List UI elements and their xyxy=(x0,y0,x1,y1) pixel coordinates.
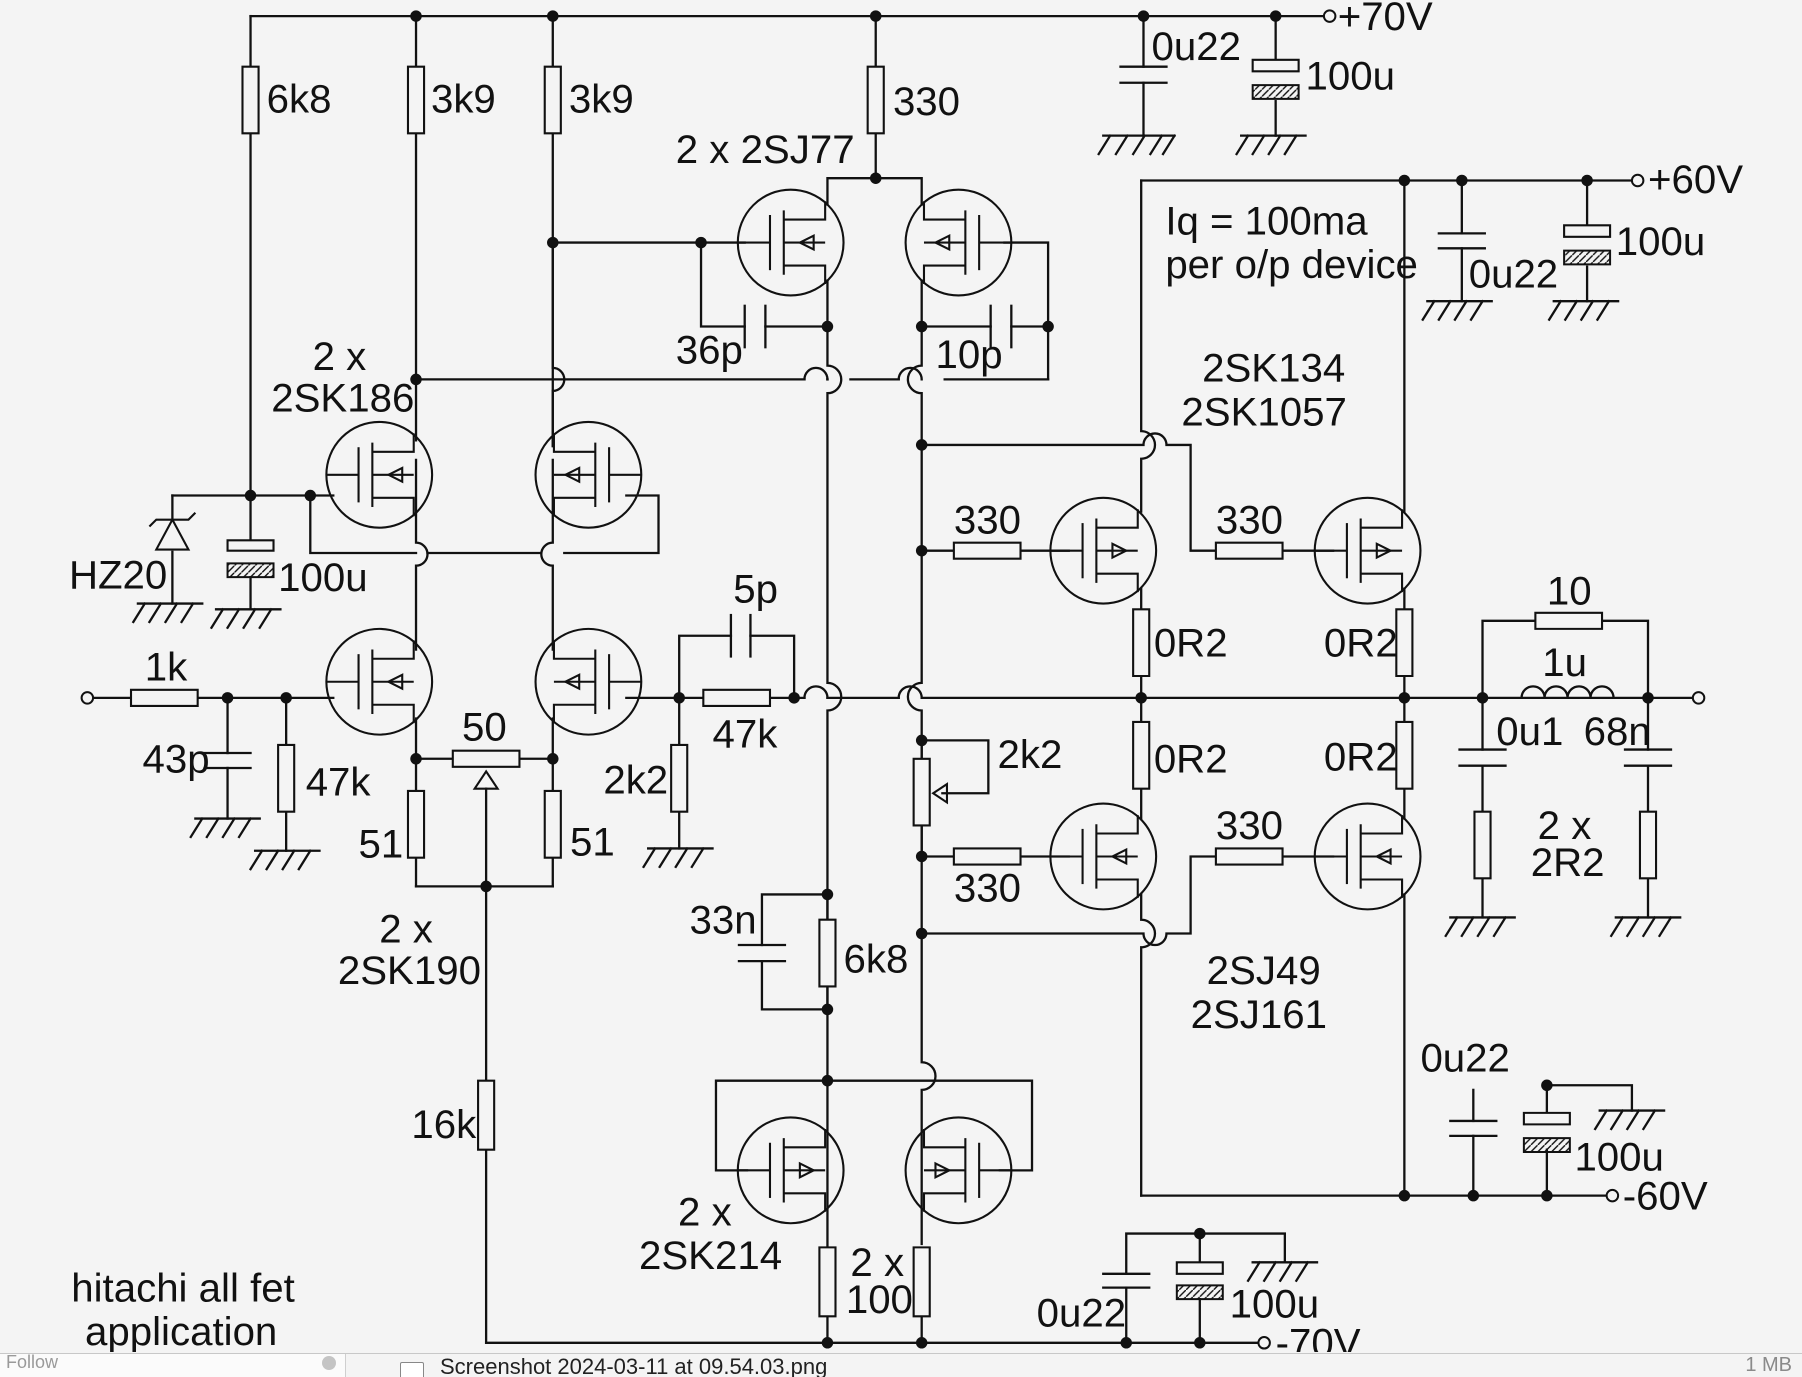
label-r-51-right: 51 xyxy=(570,819,615,864)
status-dot-icon xyxy=(322,1356,336,1370)
label-r-1k-in: 1k xyxy=(145,645,188,690)
mosfet-q12-2sj161 xyxy=(1315,804,1421,910)
label-q-nout-b: 2SK1057 xyxy=(1181,389,1346,434)
label-r-16k: 16k xyxy=(411,1102,477,1147)
label-r-0r2-1: 0R2 xyxy=(1154,620,1228,665)
label-r-47k-fb: 47k xyxy=(713,711,779,756)
label-q-2sk190-a: 2 x xyxy=(379,907,433,952)
mosfet-q8-2sk214 xyxy=(906,1117,1012,1223)
label-r-0r2-2: 0R2 xyxy=(1154,737,1228,782)
grounds xyxy=(133,136,1680,1281)
label-r-zobel-line1: 2 x xyxy=(1538,803,1592,848)
label-c-100u-60: 100u xyxy=(1616,219,1705,264)
jfet-q3-2sk186 xyxy=(326,422,432,528)
label-r-zobel: 2 x 2R2 xyxy=(1531,803,1605,885)
label-q-pout-a: 2SJ49 xyxy=(1207,948,1321,993)
label-c-100u-70: 100u xyxy=(1306,54,1395,99)
label-r-pot-50: 50 xyxy=(462,704,507,749)
label-r-330-gate-p1: 330 xyxy=(954,865,1021,910)
label-r-3k9-a: 3k9 xyxy=(431,77,496,122)
jfet-q4-2sk186 xyxy=(536,422,642,528)
mosfet-q9-2sk134 xyxy=(1050,498,1156,604)
label-c-0u1: 0u1 xyxy=(1496,709,1563,754)
label-c-68n: 68n xyxy=(1584,709,1651,754)
rail-label-pos60: +60V xyxy=(1648,157,1743,202)
label-r-zobel-line2: 2R2 xyxy=(1531,840,1605,885)
label-q-2sk186-b: 2SK186 xyxy=(271,376,414,421)
label-r-51-left: 51 xyxy=(359,822,404,867)
label-r-0r2-4: 0R2 xyxy=(1324,734,1398,779)
note-iq-line2: per o/p device xyxy=(1165,242,1418,287)
rail-label-pos70: +70V xyxy=(1338,0,1433,39)
mosfet-transistors xyxy=(326,190,1420,1224)
mosfet-q7-2sk214 xyxy=(738,1117,844,1223)
label-q-2sk190-b: 2SK190 xyxy=(338,948,481,993)
label-c-43p: 43p xyxy=(143,737,210,782)
file-select-checkbox[interactable] xyxy=(400,1362,424,1377)
resistors xyxy=(131,67,1656,1317)
mosfet-q10-2sk1057 xyxy=(1315,498,1421,604)
label-q-2sj77: 2 x 2SJ77 xyxy=(676,127,855,172)
label-r-6k8-mid: 6k8 xyxy=(844,937,909,982)
note-iq-line1: Iq = 100ma xyxy=(1165,199,1368,244)
label-c-0u22-70: 0u22 xyxy=(1152,24,1241,69)
junctions xyxy=(221,10,1654,1349)
label-r-330-gate-p2: 330 xyxy=(1216,803,1283,848)
rail-label-neg70: -70V xyxy=(1276,1321,1361,1352)
zener-diode xyxy=(149,513,195,550)
label-q-pout-b: 2SJ161 xyxy=(1191,992,1327,1037)
label-c-5p: 5p xyxy=(733,566,778,611)
label-r-src-line2: 100 xyxy=(846,1277,913,1322)
label-q-2sk214-b: 2SK214 xyxy=(639,1233,782,1278)
label-r-0r2-3: 0R2 xyxy=(1324,620,1398,665)
label-q-nout-a: 2SK134 xyxy=(1202,346,1345,391)
labels: +70V +60V -60V -70V 6k8 3k9 3k9 330 1k 4… xyxy=(69,0,1743,1352)
label-c-10p: 10p xyxy=(935,332,1002,377)
terminals xyxy=(82,10,1705,1348)
file-size: 1 MB xyxy=(1745,1354,1792,1376)
label-q-2sk186-a: 2 x xyxy=(313,334,367,379)
follow-label[interactable]: Follow xyxy=(6,1353,59,1372)
label-r-3k9-b: 3k9 xyxy=(569,77,634,122)
file-name[interactable]: Screenshot 2024-03-11 at 09.54.03.png xyxy=(440,1354,828,1377)
label-r-src-100: 2 x 100 xyxy=(846,1240,915,1322)
mosfet-q1-2sj77 xyxy=(738,190,844,296)
label-c-0u22-m60: 0u22 xyxy=(1420,1035,1509,1080)
label-q-2sk214-a: 2 x xyxy=(678,1190,732,1235)
mosfet-q11-2sj49 xyxy=(1050,804,1156,910)
mosfet-q2-2sj77 xyxy=(906,190,1012,296)
label-r-47k-in: 47k xyxy=(306,760,372,805)
inductor xyxy=(1522,686,1614,697)
label-r-6k8-top: 6k8 xyxy=(267,77,332,122)
wires xyxy=(93,16,1698,1343)
label-c-100u-m70: 100u xyxy=(1230,1282,1319,1327)
bottom-status-bar: Follow Screenshot 2024-03-11 at 09.54.03… xyxy=(0,1353,1802,1377)
follow-panel: Follow xyxy=(0,1354,346,1377)
label-c-100u-m60: 100u xyxy=(1574,1134,1663,1179)
label-r-2k2-pot: 2k2 xyxy=(998,732,1063,777)
label-zener: HZ20 xyxy=(69,553,167,598)
caption-line2: application xyxy=(85,1309,277,1352)
rail-label-neg60: -60V xyxy=(1623,1173,1708,1218)
label-r-330-gate-n2: 330 xyxy=(1216,497,1283,542)
label-c-0u22-m70: 0u22 xyxy=(1037,1291,1126,1336)
label-l-out: 1u xyxy=(1542,640,1587,685)
label-r-src-line1: 2 x xyxy=(850,1240,904,1285)
label-r-2k2-fb: 2k2 xyxy=(603,757,668,802)
label-c-100u-zener: 100u xyxy=(278,555,367,600)
jfet-q6-2sk190 xyxy=(536,629,642,735)
capacitors xyxy=(205,60,1671,1299)
label-r-330-top: 330 xyxy=(893,79,960,124)
label-c-36p: 36p xyxy=(676,327,743,372)
label-c-33n: 33n xyxy=(690,898,757,943)
jfet-q5-2sk190 xyxy=(326,629,432,735)
label-r-10-out: 10 xyxy=(1547,569,1592,614)
label-c-0u22-60: 0u22 xyxy=(1469,251,1558,296)
label-r-330-gate-n1: 330 xyxy=(954,497,1021,542)
caption-line1: hitachi all fet xyxy=(71,1265,295,1310)
